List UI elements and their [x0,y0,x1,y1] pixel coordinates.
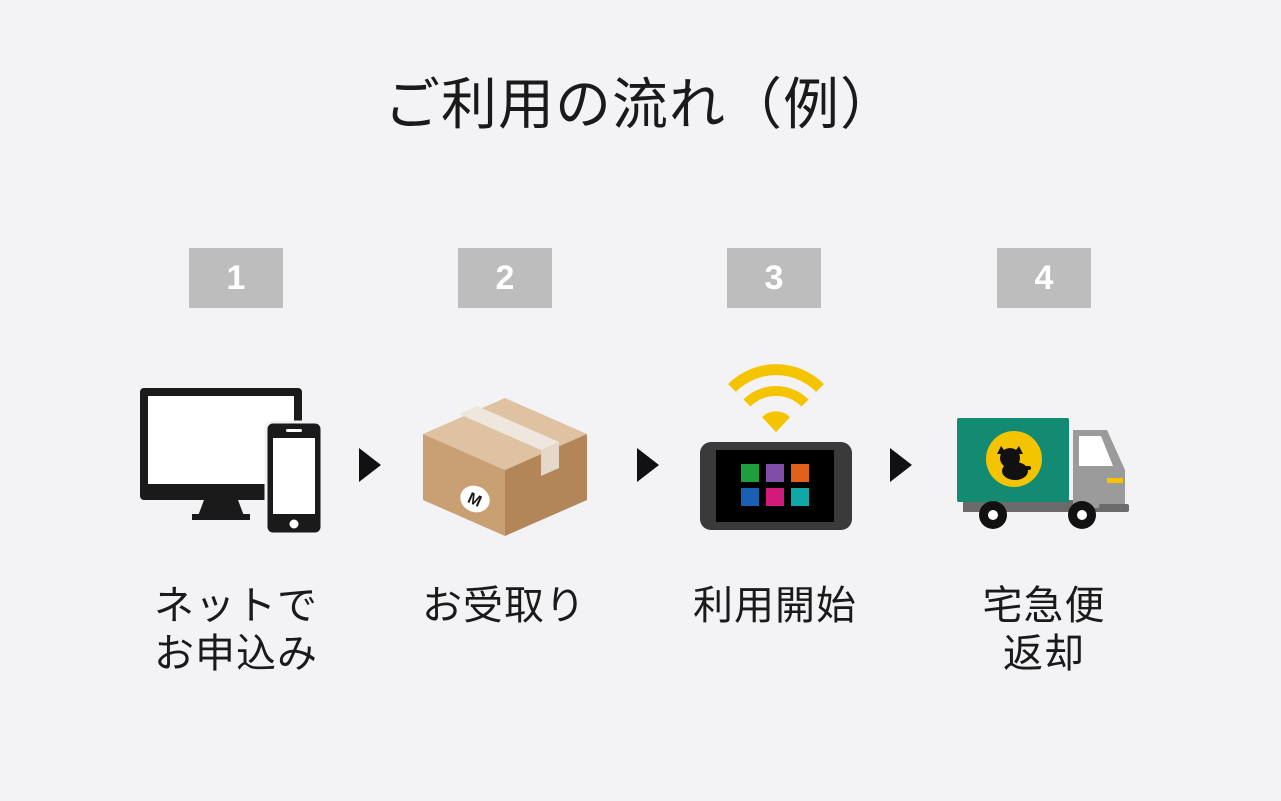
step-label-4: 宅急便 返却 [934,582,1154,678]
step-label-3: 利用開始 [665,582,885,630]
step-label-1: ネットで お申込み [126,582,346,678]
step-label-2: お受取り [394,582,614,630]
cat-logo-icon [997,446,1031,480]
next-step-arrow-1 [359,448,381,482]
step-label-1-line-1: ネットで [154,583,318,629]
step-number-badge-4: 4 [997,248,1091,308]
step-label-4-line-2: 返却 [1003,631,1085,677]
next-step-arrow-3 [890,448,912,482]
next-step-arrow-2 [637,448,659,482]
step-number-badge-3: 3 [727,248,821,308]
wifi-signal-icon [728,364,824,407]
step-label-1-line-2: お申込み [154,631,318,677]
step-number-badge-2: 2 [458,248,552,308]
cardboard-box-icon: M [423,398,587,536]
step-number-badge-1: 1 [189,248,283,308]
page-title: ご利用の流れ（例） [384,73,897,138]
step-label-3-line-1: 利用開始 [693,583,857,629]
delivery-truck-icon [957,416,1131,532]
step-label-2-line-1: お受取り [422,583,586,629]
box-logo-letter: M [465,490,484,511]
step-label-4-line-1: 宅急便 [982,583,1106,629]
wifi-router-icon [700,358,852,532]
computer-and-phone-icon [140,388,324,536]
